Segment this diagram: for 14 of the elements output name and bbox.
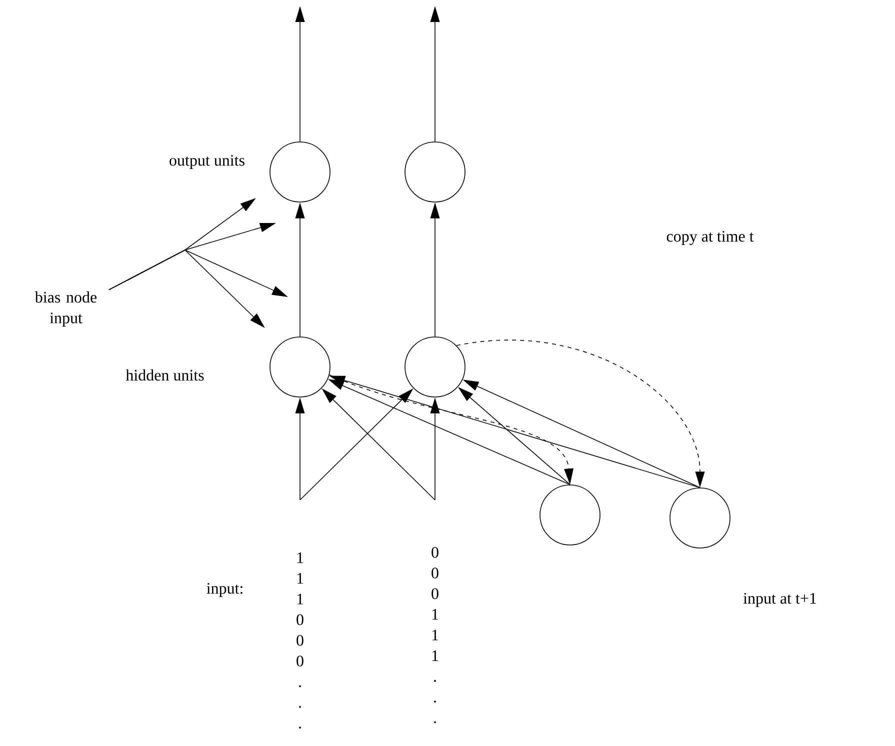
unit-circle	[270, 142, 330, 202]
note-label: copy at time t	[666, 230, 754, 246]
unit-circle	[270, 336, 330, 398]
input-label: input at t+1	[743, 593, 816, 607]
input-sequence: 1 1 1 0 0 0 . . .	[296, 552, 304, 728]
unit-circle	[670, 488, 730, 548]
layer-label: hidden units	[126, 369, 204, 381]
layer-label: output units	[170, 155, 244, 169]
unit-circle	[404, 142, 466, 202]
input-sequence: 0 0 0 1 1 1 . . .	[432, 546, 438, 724]
unit-circle	[404, 336, 466, 398]
bias-label: bias node input	[34, 291, 97, 327]
unit-circle	[540, 484, 600, 546]
input-label: input:	[206, 583, 242, 597]
